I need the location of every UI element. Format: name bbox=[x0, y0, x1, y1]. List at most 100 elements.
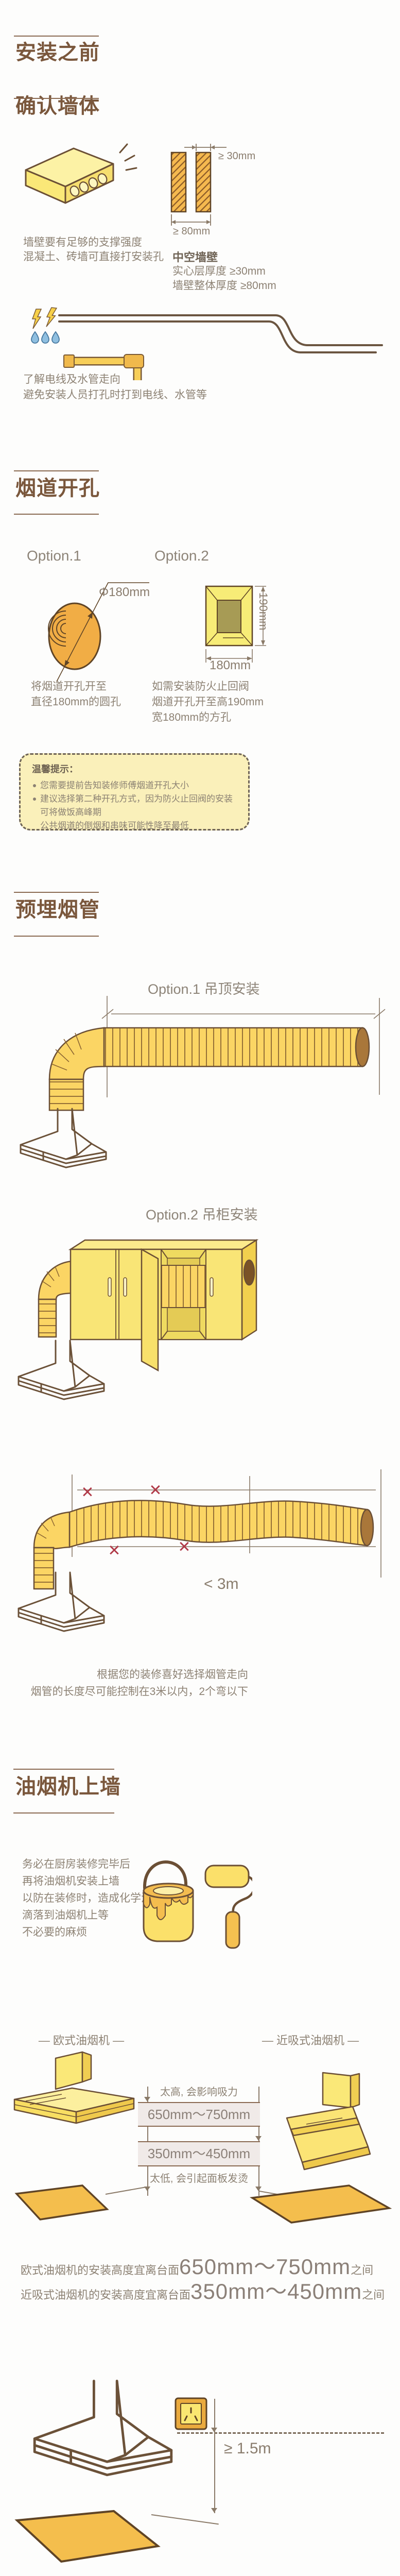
euro-hood-label: — 欧式油烟机 — bbox=[38, 2034, 125, 2047]
range-hood-outline-1 bbox=[20, 1108, 107, 1168]
range-hood-outline-2 bbox=[18, 1340, 105, 1400]
section4-title: 油烟机上墙 bbox=[15, 1775, 121, 1798]
side-note-prefix: 近吸式油烟机的安装高度宜离台面 bbox=[21, 2289, 191, 2301]
title-overline-4 bbox=[13, 1769, 114, 1770]
title-underline-4 bbox=[13, 1812, 114, 1814]
paint-bucket-icon bbox=[143, 1860, 194, 1942]
countertop-socket bbox=[14, 2510, 161, 2563]
hollow-wall-line1: 实心层厚度 ≥30mm bbox=[172, 265, 266, 277]
title-overline-1 bbox=[14, 36, 99, 37]
euro-height-note: 欧式油烟机的安装高度宜离台面 650mm～750mm 之间 bbox=[21, 2249, 373, 2281]
duct-note-line2: 烟管的长度尽可能控制在3米以内，2个弯以下 bbox=[30, 1686, 248, 1698]
wavy-duct-illustration bbox=[33, 1469, 381, 1590]
countertop-right bbox=[249, 2184, 392, 2224]
support-text-line2: 混凝土、砖墙可直接打安装孔 bbox=[23, 251, 164, 263]
tip-title: 温馨提示： bbox=[32, 764, 78, 774]
pipes-text-line2: 避免安装人员打孔时打到电线、水管等 bbox=[23, 389, 207, 401]
side-hood-label: — 近吸式油烟机 — bbox=[262, 2034, 359, 2047]
hollow-wall-title: 中空墙壁 bbox=[172, 251, 218, 264]
euro-note-suffix: 之间 bbox=[351, 2264, 374, 2277]
square-hole-height-label: 190mm bbox=[257, 592, 270, 631]
flue-option2-label: Option.2 bbox=[154, 548, 209, 564]
title-underline-3 bbox=[14, 936, 99, 937]
arrow-icon bbox=[144, 2097, 150, 2102]
section3-title: 预埋烟管 bbox=[15, 899, 100, 921]
tip-box: 温馨提示： 您需要提前告知装修师傅烟道开孔大小 建议选择第二种开孔方式，因为防火… bbox=[19, 753, 250, 831]
power-socket-icon bbox=[175, 2397, 207, 2430]
title-overline-3 bbox=[14, 892, 99, 893]
tip-bullet-2-line2: 公共烟道的倒烟和串味可能性降至最低 bbox=[40, 821, 189, 831]
paint-note-line3: 以防在装修时，造成化学涂料 bbox=[22, 1892, 163, 1904]
hollow-wall-line2: 墙壁整体厚度 ≥80mm bbox=[172, 280, 276, 292]
square-hole-diagram bbox=[205, 585, 266, 663]
arrow-icon bbox=[255, 2136, 262, 2141]
range-hood-outline-3 bbox=[18, 1571, 105, 1632]
support-text-line1: 墙壁要有足够的支撑强度 bbox=[23, 236, 142, 248]
too-low-label: 太低, 会引起面板发烫 bbox=[149, 2173, 249, 2184]
tip-bullet-2: 建议选择第二种开孔方式，因为防火止回阀的安装可将做饭高峰期 公共烟道的倒烟和串味… bbox=[32, 792, 238, 833]
duct-option2-label: Option.2 吊柜安装 bbox=[146, 1207, 258, 1223]
countertop-left bbox=[14, 2184, 109, 2221]
square-hole-width-label: 180mm bbox=[209, 658, 251, 672]
title-overline-2 bbox=[14, 470, 99, 471]
side-note-suffix: 之间 bbox=[362, 2289, 385, 2301]
water-pipe bbox=[63, 354, 144, 380]
hollow-wall-diagram bbox=[170, 144, 227, 226]
paint-note-line2: 再将油烟机安装上墙 bbox=[22, 1875, 119, 1887]
flue-option1-text2: 直径180mm的圆孔 bbox=[31, 696, 121, 708]
euro-hood-illustration bbox=[13, 2051, 135, 2124]
socket-height-label: ≥ 1.5m bbox=[224, 2440, 271, 2457]
ceiling-duct-illustration bbox=[48, 996, 386, 1111]
tip-bullet-1: 您需要提前告知装修师傅烟道开孔大小 bbox=[32, 779, 238, 792]
flue-option2-text2: 烟道开孔开至高190mm bbox=[152, 696, 264, 708]
max-duct-length-label: < 3m bbox=[204, 1575, 239, 1592]
arrow-icon bbox=[211, 2508, 217, 2513]
flue-option2-text3: 宽180mm的方孔 bbox=[152, 711, 232, 723]
euro-note-value: 650mm～750mm bbox=[179, 2255, 351, 2279]
flue-option2-text1: 如需安装防火止回阀 bbox=[152, 681, 249, 692]
range-hood-outline-large bbox=[25, 2378, 189, 2514]
lightning-icon bbox=[31, 307, 58, 329]
tip-bullet-2-line1: 建议选择第二种开孔方式，因为防火止回阀的安装可将做饭高峰期 bbox=[40, 794, 233, 817]
paint-note-line4: 滴落到油烟机上等 bbox=[22, 1909, 109, 1921]
electric-wires bbox=[58, 314, 383, 353]
flue-option1-text1: 将烟道开孔开至 bbox=[31, 681, 107, 692]
side-note-value: 350mm～450mm bbox=[190, 2279, 362, 2303]
wires-pipes-illustration bbox=[31, 307, 383, 380]
arrow-icon bbox=[211, 2428, 217, 2432]
flue-option1-label: Option.1 bbox=[27, 548, 81, 564]
x-mark: ✕ bbox=[108, 1542, 121, 1560]
duct-note-line1: 根据您的装修喜好选择烟管走向 bbox=[97, 1669, 248, 1681]
cabinet-duct-illustration bbox=[38, 1239, 259, 1372]
wall-thickness-dim-label: ≥ 80mm bbox=[173, 226, 211, 237]
ceiling-dashed-line bbox=[177, 2432, 384, 2434]
bullet-dot bbox=[33, 798, 36, 801]
section1-title-line1: 安装之前 bbox=[15, 41, 100, 64]
side-draft-hood-illustration bbox=[286, 2072, 371, 2171]
title-underline-2 bbox=[14, 514, 99, 515]
duct-option1-label: Option.1 吊顶安装 bbox=[148, 981, 260, 997]
pipes-text-line1: 了解电线及水管走向 bbox=[23, 374, 120, 385]
socket-dim-line bbox=[214, 2399, 215, 2513]
arrow-icon bbox=[144, 2187, 150, 2191]
tip-bullet-1-text: 您需要提前告知装修师傅烟道开孔大小 bbox=[40, 781, 189, 790]
water-drop-icon bbox=[31, 331, 60, 344]
round-hole-diagram bbox=[48, 582, 149, 682]
paint-note-line5: 不必要的麻烦 bbox=[22, 1926, 87, 1938]
section1-title: 安装之前 确认墙体 bbox=[15, 39, 100, 120]
arrow-icon bbox=[255, 2187, 262, 2191]
x-mark: ✕ bbox=[178, 1538, 191, 1556]
paint-note-line1: 务必在厨房装修完毕后 bbox=[22, 1858, 130, 1870]
hollow-brick-illustration bbox=[25, 143, 137, 204]
title-underline-1 bbox=[14, 98, 99, 99]
paint-roller-icon bbox=[204, 1865, 252, 1949]
range-high-box: 650mm～750mm bbox=[138, 2102, 260, 2127]
solid-layer-dim-label: ≥ 30mm bbox=[218, 150, 256, 162]
x-mark: ✕ bbox=[149, 1482, 162, 1499]
range-low-box: 350mm～450mm bbox=[138, 2141, 260, 2166]
tip-bullet-2-text: 建议选择第二种开孔方式，因为防火止回阀的安装可将做饭高峰期 公共烟道的倒烟和串味… bbox=[40, 792, 238, 833]
bullet-dot bbox=[33, 784, 36, 787]
too-high-label: 太高, 会影响吸力 bbox=[160, 2087, 238, 2098]
euro-note-prefix: 欧式油烟机的安装高度宜离台面 bbox=[21, 2264, 180, 2277]
